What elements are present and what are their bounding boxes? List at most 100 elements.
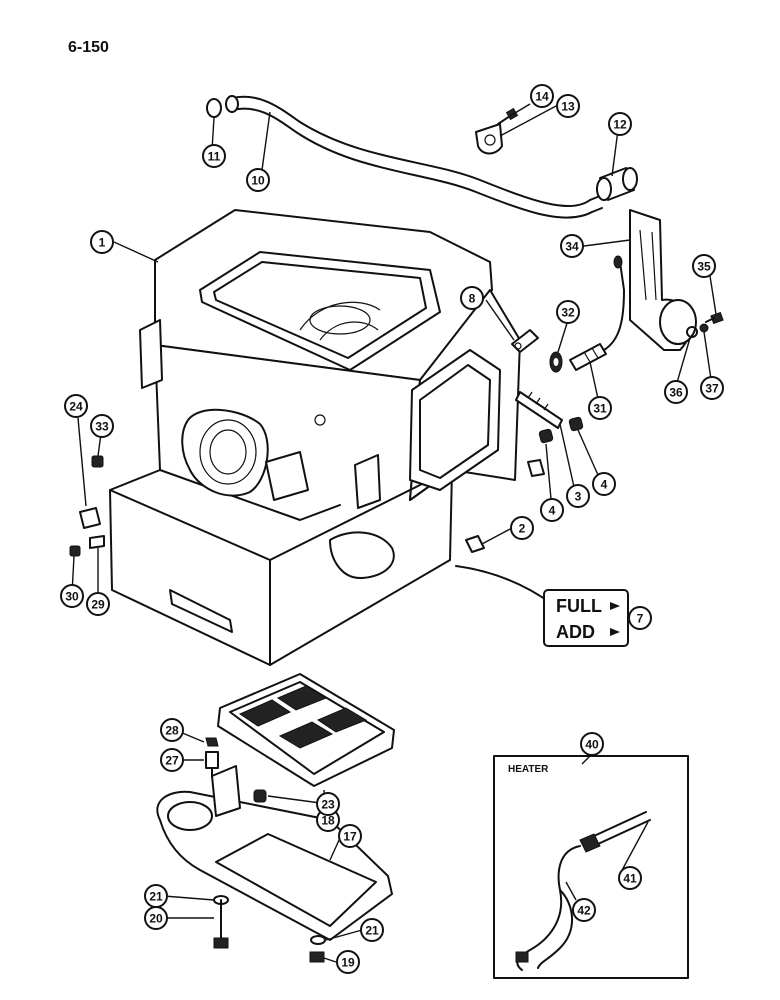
- callout-label: 18: [321, 814, 335, 828]
- callout-c19: 19: [336, 950, 360, 974]
- callout-label: 32: [561, 306, 575, 320]
- nut: [699, 323, 709, 333]
- callout-label: 14: [535, 90, 549, 104]
- cover-bolt: [213, 899, 229, 949]
- callout-label: 29: [91, 598, 105, 612]
- transmission-housing: [109, 209, 521, 666]
- switch-nut: [205, 737, 219, 747]
- decal-add-text: ADD: [556, 622, 595, 642]
- dipstick-tube: [225, 95, 603, 219]
- callout-label: 35: [697, 260, 711, 274]
- suction-screen: [217, 673, 395, 787]
- callout-c7: 7: [628, 606, 652, 630]
- heater-inset: HEATER: [493, 755, 689, 979]
- callout-c30: 30: [60, 584, 84, 608]
- callout-c13: 13: [556, 94, 580, 118]
- callout-label: 42: [577, 904, 591, 918]
- callout-label: 34: [565, 240, 579, 254]
- callout-c42: 42: [572, 898, 596, 922]
- plug-left-large: [79, 507, 101, 529]
- callout-label: 11: [208, 150, 221, 164]
- callout-c24: 24: [64, 394, 88, 418]
- callout-label: 19: [341, 956, 355, 970]
- callout-c32: 32: [556, 300, 580, 324]
- callout-c8: 8: [460, 286, 484, 310]
- line-bracket: [629, 209, 697, 351]
- callout-c27: 27: [160, 748, 184, 772]
- heater-element: [579, 811, 651, 853]
- cover-plug: [253, 789, 267, 803]
- callout-label: 30: [65, 590, 79, 604]
- callout-label: 4: [549, 504, 556, 518]
- callout-c37: 37: [700, 376, 724, 400]
- callout-label: 41: [623, 872, 637, 886]
- cord-plug: [515, 951, 529, 963]
- callout-label: 10: [251, 174, 265, 188]
- plug-left-set: [69, 545, 81, 557]
- callout-label: 21: [365, 924, 379, 938]
- clip-screw: [497, 107, 519, 125]
- dowel-a: [527, 459, 545, 477]
- callout-c36: 36: [664, 380, 688, 404]
- callout-c2: 2: [510, 516, 534, 540]
- callout-label: 31: [593, 402, 607, 416]
- callout-c40: 40: [580, 732, 604, 756]
- callout-label: 36: [669, 386, 683, 400]
- seal: [549, 351, 563, 373]
- callout-c21b: 21: [360, 918, 384, 942]
- tube-clip: [475, 123, 503, 155]
- callout-label: 20: [149, 912, 163, 926]
- fitting: [569, 343, 607, 371]
- level-decal: FULL ADD: [543, 589, 629, 647]
- plug-a: [538, 428, 554, 444]
- stud: [515, 391, 563, 429]
- callout-c33: 33: [90, 414, 114, 438]
- callout-c34: 34: [560, 234, 584, 258]
- callout-c31: 31: [588, 396, 612, 420]
- callout-label: 33: [95, 420, 109, 434]
- lock-washer: [686, 326, 698, 338]
- callout-label: 28: [165, 724, 179, 738]
- inset-title: HEATER: [508, 764, 549, 775]
- decal-leader: [455, 565, 553, 605]
- callout-c21a: 21: [144, 884, 168, 908]
- callout-c23: 23: [316, 792, 340, 816]
- bottom-cover: [156, 765, 393, 941]
- callout-label: 12: [613, 118, 627, 132]
- callout-label: 23: [321, 798, 335, 812]
- callout-c4a: 4: [540, 498, 564, 522]
- bracket-bolt: [705, 311, 724, 325]
- callout-c3: 3: [566, 484, 590, 508]
- callout-c1: 1: [90, 230, 114, 254]
- callout-label: 37: [705, 382, 719, 396]
- callout-label: 1: [99, 236, 106, 250]
- callout-label: 24: [69, 400, 83, 414]
- callout-label: 8: [469, 292, 476, 306]
- line-nut: [613, 255, 623, 269]
- callout-c29: 29: [86, 592, 110, 616]
- callout-label: 21: [149, 890, 163, 904]
- callout-label: 13: [561, 100, 575, 114]
- callout-c41: 41: [618, 866, 642, 890]
- washer-lower: [310, 935, 326, 945]
- decal-full-text: FULL: [556, 596, 602, 616]
- callout-c12: 12: [608, 112, 632, 136]
- callout-label: 7: [637, 612, 644, 626]
- callout-label: 2: [519, 522, 526, 536]
- callout-c4b: 4: [592, 472, 616, 496]
- sender-switch: [205, 751, 219, 777]
- callout-c10: 10: [246, 168, 270, 192]
- plug-left-pin: [89, 535, 105, 549]
- callout-c14: 14: [530, 84, 554, 108]
- callout-c35: 35: [692, 254, 716, 278]
- callout-label: 4: [601, 478, 608, 492]
- callout-label: 17: [343, 830, 357, 844]
- page-number: 6-150: [68, 39, 109, 56]
- plug-b: [568, 416, 584, 432]
- callout-c28: 28: [160, 718, 184, 742]
- callout-c17: 17: [338, 824, 362, 848]
- callout-c11: 11: [202, 144, 226, 168]
- plug-left-small: [91, 455, 104, 468]
- callout-c20: 20: [144, 906, 168, 930]
